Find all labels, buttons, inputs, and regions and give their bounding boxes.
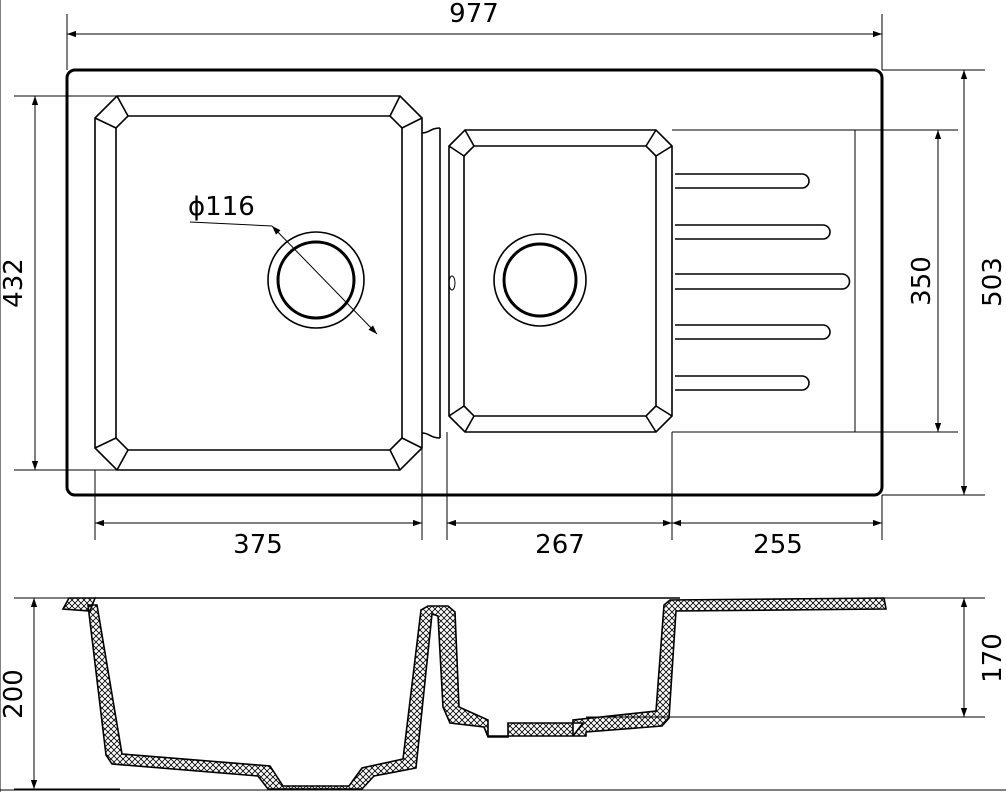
- section-view: [61, 597, 887, 790]
- dim-overall-depth: 503: [978, 257, 1006, 307]
- dim-small-bowl-width: 267: [535, 530, 585, 560]
- dim-large-bowl-height: 200: [0, 669, 29, 719]
- section-dimension-lines: [14, 597, 985, 790]
- dim-overall-width: 977: [449, 0, 499, 29]
- drainboard-grooves: [675, 173, 851, 391]
- small-bowl-drain: [493, 233, 587, 327]
- small-bowl: [448, 129, 673, 433]
- dimension-lines: [14, 14, 985, 540]
- dim-small-bowl-depth: 350: [907, 256, 937, 306]
- large-bowl: [94, 95, 423, 471]
- large-bowl-drain: [267, 231, 365, 329]
- sink-outline: [65, 68, 884, 497]
- dim-large-bowl-depth: 432: [0, 258, 29, 308]
- dim-large-bowl-width: 375: [233, 530, 283, 560]
- dim-drainboard-width: 255: [753, 530, 803, 560]
- overflow-hole: [448, 275, 456, 291]
- dim-small-bowl-height: 170: [978, 633, 1006, 683]
- dim-drain-diameter: ϕ116: [188, 192, 255, 222]
- top-view: [65, 68, 884, 497]
